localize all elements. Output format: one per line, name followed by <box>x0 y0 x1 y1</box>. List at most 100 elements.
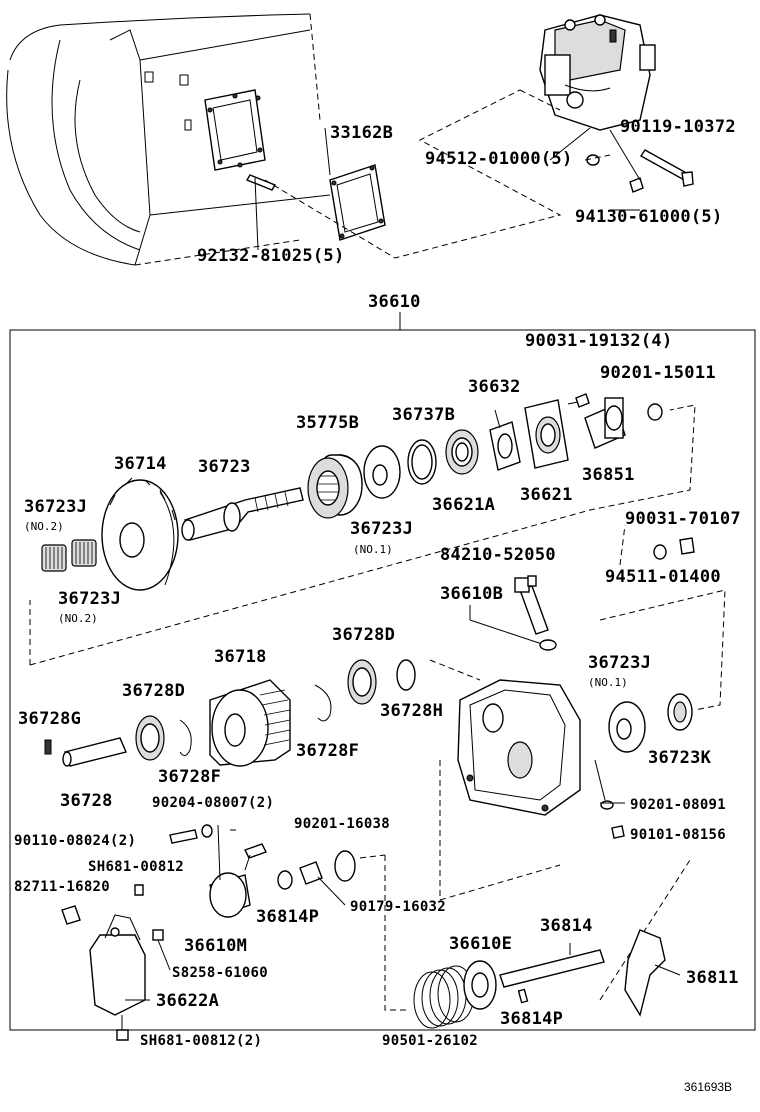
shaft-36723 <box>181 487 304 541</box>
pin-36728g <box>44 739 52 755</box>
label-36718: 36718 <box>214 647 267 667</box>
label-36723j-b: 36723J <box>58 589 122 609</box>
label-90101: 90101-08156 <box>630 827 727 843</box>
bearing-36728d-left <box>135 715 165 761</box>
label-36610e: 36610E <box>449 934 513 954</box>
clip-36728f-left <box>179 719 192 756</box>
gasket-90201-08091 <box>600 800 614 810</box>
label-36814p-a: 36814P <box>256 907 320 927</box>
label-90201-16038: 90201-16038 <box>294 816 391 832</box>
label-sh681-a: SH681-00812 <box>88 859 185 875</box>
label-36610b: 36610B <box>440 584 504 604</box>
label-36723j-d-no: (NO.1) <box>588 676 628 689</box>
label-84210: 84210-52050 <box>440 545 556 565</box>
clip-36728f-right <box>314 684 332 722</box>
part-36851 <box>584 397 626 449</box>
label-36723j-a: 36723J <box>24 497 88 517</box>
label-36728h: 36728H <box>380 701 444 721</box>
gasket-36610b <box>539 639 557 651</box>
sleeve-35775b <box>307 454 363 519</box>
clip-s8258 <box>152 929 164 941</box>
washer-94511 <box>653 544 667 560</box>
label-36728f-a: 36728F <box>158 767 222 787</box>
label-36723j-c: 36723J <box>350 519 414 539</box>
retainer-36621 <box>524 399 569 469</box>
plug-90101-08156 <box>611 825 625 839</box>
label-36723j-c-no: (NO.1) <box>353 543 393 556</box>
assembly-box-36610 <box>9 329 756 1031</box>
transfer-actuator-top <box>539 14 656 131</box>
washer-36728h <box>396 659 416 691</box>
label-36622a: 36622A <box>156 991 220 1011</box>
label-36728d-b: 36728D <box>332 625 396 645</box>
bolt-90110 <box>169 829 198 844</box>
nut-90179 <box>299 861 323 885</box>
gasket-33162b <box>324 127 386 241</box>
label-36814p-b: 36814P <box>500 1009 564 1029</box>
label-36723: 36723 <box>198 457 251 477</box>
bearing-36621a <box>445 429 479 475</box>
label-36851: 36851 <box>582 465 635 485</box>
label-36728f-b: 36728F <box>296 741 360 761</box>
label-90031-70107: 90031-70107 <box>625 509 741 529</box>
label-90110: 90110-08024(2) <box>14 833 137 849</box>
washer-36723j-no1-bottom-hole <box>616 718 632 740</box>
bolt-sh681-lower <box>116 1029 129 1041</box>
washer-36814p-upper <box>277 870 293 890</box>
label-92132: 92132-81025(5) <box>197 246 345 266</box>
gear-36714 <box>101 477 179 591</box>
label-36814: 36814 <box>540 916 593 936</box>
label-36723k: 36723K <box>648 748 712 768</box>
label-36632: 36632 <box>468 377 521 397</box>
sensor-84210 <box>469 575 549 646</box>
label-94130: 94130-61000(5) <box>575 207 723 227</box>
shaft-36814 <box>499 949 605 1004</box>
gear-36718 <box>209 679 291 767</box>
label-90201-08091: 90201-08091 <box>630 797 727 813</box>
label-90501: 90501-26102 <box>382 1033 479 1049</box>
label-94511: 94511-01400 <box>605 567 721 587</box>
connector-82711 <box>61 905 81 925</box>
label-36723j-a-no: (NO.2) <box>24 520 64 533</box>
label-36811: 36811 <box>686 968 739 988</box>
gasket-36632 <box>489 409 521 471</box>
ring-36737b <box>407 439 437 485</box>
seal-36723k-inner <box>673 701 687 723</box>
housing <box>457 679 581 816</box>
label-sh681-b: SH681-00812(2) <box>140 1033 263 1049</box>
label-33162b: 33162B <box>330 123 394 143</box>
transmission-case <box>6 13 331 266</box>
actuator-36622a <box>89 914 164 1016</box>
label-36728: 36728 <box>60 791 113 811</box>
label-90201-15011: 90201-15011 <box>600 363 716 383</box>
nut-94130 <box>629 177 644 193</box>
washer-90201-16038 <box>334 850 356 882</box>
label-36728g: 36728G <box>18 709 82 729</box>
figure-reference: 361693B <box>684 1080 733 1094</box>
sleeve-36610e-hole <box>471 972 489 998</box>
label-36610m: 36610M <box>184 936 248 956</box>
washer-90204 <box>201 824 213 838</box>
bolt-90119 <box>639 149 694 187</box>
label-90119: 90119-10372 <box>620 117 736 137</box>
bolt-90031-19132 <box>567 393 590 408</box>
nut-90031-70107 <box>679 537 695 555</box>
washer-90201-15011 <box>647 403 663 421</box>
label-82711: 82711-16820 <box>14 879 111 895</box>
label-94512: 94512-01000(5) <box>425 149 573 169</box>
needle-bearing-36723j-no2 <box>41 539 97 572</box>
switch-36610m <box>209 843 267 918</box>
washer-94512 <box>586 154 600 166</box>
label-s8258: S8258-61060 <box>172 965 269 981</box>
label-90179: 90179-16032 <box>350 899 447 915</box>
label-36723j-b-no: (NO.2) <box>58 612 98 625</box>
label-90204: 90204-08007(2) <box>152 795 275 811</box>
label-36737b: 36737B <box>392 405 456 425</box>
pin-36728 <box>62 737 127 767</box>
label-36621a: 36621A <box>432 495 496 515</box>
label-36610: 36610 <box>368 292 421 312</box>
label-35775b: 35775B <box>296 413 360 433</box>
label-36723j-d: 36723J <box>588 653 652 673</box>
label-36728d-a: 36728D <box>122 681 186 701</box>
